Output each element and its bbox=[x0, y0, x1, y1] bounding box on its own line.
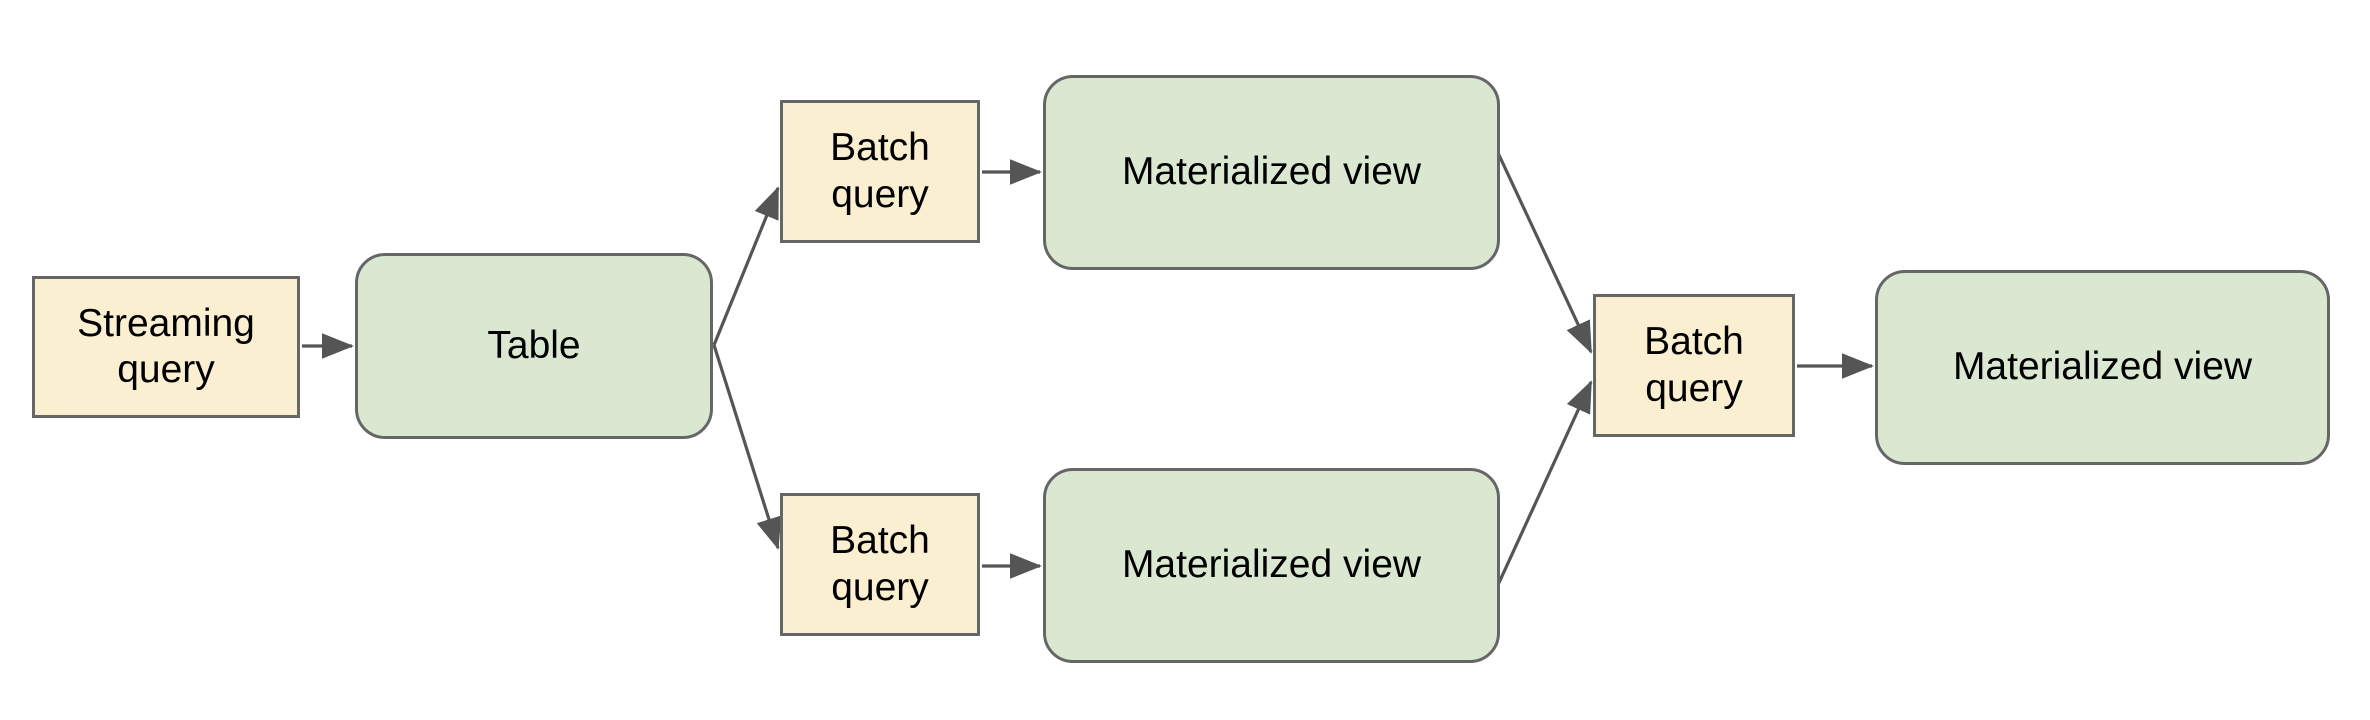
node-materialized-view-top-label: Materialized view bbox=[1121, 150, 1422, 194]
node-batch-query-top-label: Batch query bbox=[830, 126, 930, 216]
node-table-label: Table bbox=[487, 323, 581, 367]
node-streaming-query-label: Streaming query bbox=[77, 301, 255, 391]
edge-table-to-batch-query-bottom bbox=[712, 344, 782, 550]
node-table[interactable]: Table bbox=[355, 253, 713, 439]
edge-materialized-view-top-to-batch-query-join bbox=[1490, 139, 1593, 354]
edge-table-to-batch-query-top bbox=[712, 186, 780, 346]
node-materialized-view-final[interactable]: Materialized view bbox=[1875, 270, 2330, 465]
node-batch-query-bottom-label: Batch query bbox=[830, 519, 930, 609]
node-batch-query-join[interactable]: Batch query bbox=[1593, 294, 1795, 437]
node-batch-query-top[interactable]: Batch query bbox=[780, 100, 980, 243]
node-materialized-view-bottom-label: Materialized view bbox=[1121, 543, 1422, 587]
node-batch-query-bottom[interactable]: Batch query bbox=[780, 493, 980, 636]
node-materialized-view-bottom[interactable]: Materialized view bbox=[1043, 468, 1500, 663]
node-batch-query-join-label: Batch query bbox=[1644, 320, 1744, 410]
node-streaming-query[interactable]: Streaming query bbox=[32, 276, 300, 418]
node-materialized-view-top[interactable]: Materialized view bbox=[1043, 75, 1500, 270]
edge-materialized-view-bottom-to-batch-query-join bbox=[1490, 380, 1593, 599]
node-materialized-view-final-label: Materialized view bbox=[1952, 345, 2253, 389]
